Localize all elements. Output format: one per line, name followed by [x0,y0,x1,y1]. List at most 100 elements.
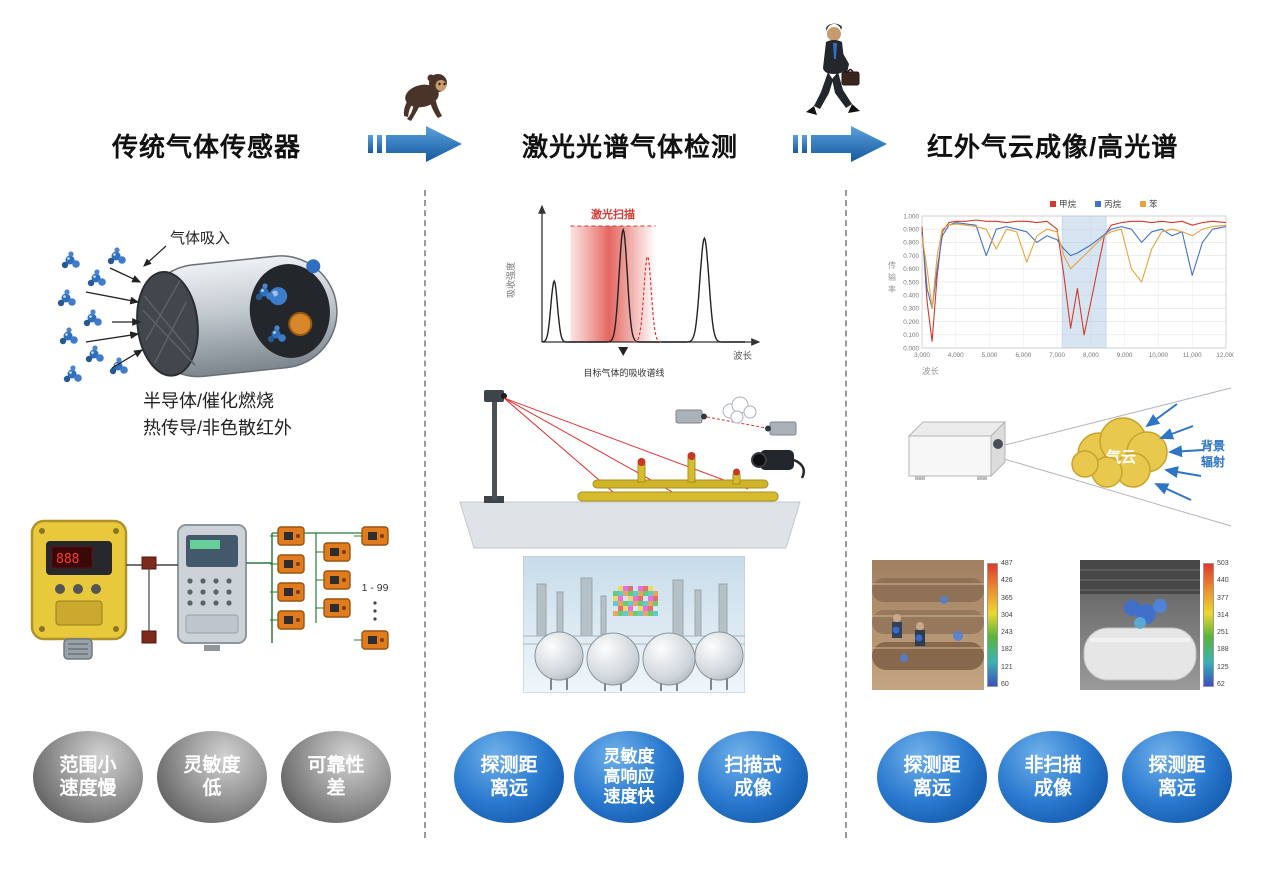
svg-text:0.000: 0.000 [903,345,919,352]
column-title-traditional: 传统气体传感器 [112,132,302,162]
infrared-imager-device [907,420,1007,480]
scale-tick-label: 377 [1217,594,1229,602]
walking-businessman-icon [806,23,860,115]
detector-network [126,526,389,650]
svg-text:0.200: 0.200 [903,319,919,326]
svg-text:0.900: 0.900 [903,227,919,234]
limitation-badge-range-speed: 范围小 速度慢 [33,731,143,823]
scale-tick-label: 304 [1001,611,1013,619]
scale-tick-label: 125 [1217,663,1229,671]
tech-line-1: 半导体/催化燃烧 [143,391,275,411]
limitation-badge-sensitivity: 灵敏度 低 [157,731,267,823]
thermal-scene-tank [1080,560,1200,690]
svg-text:0.800: 0.800 [903,240,919,247]
thermal-scene-pipes [872,560,984,690]
scale-tick-label: 426 [1001,577,1013,585]
svg-text:10,000: 10,000 [1149,352,1169,359]
column-separator [424,190,426,838]
svg-text:输: 输 [888,272,896,282]
svg-text:7,000: 7,000 [1049,352,1065,359]
scale-tick-label: 487 [1001,560,1013,567]
svg-text:8,000: 8,000 [1083,352,1099,359]
distillation-towers [536,577,728,637]
advantage-badge-distance-ir: 探测距 离远 [877,731,987,823]
thermal-image-tank: 503 440 377 314 251 188 125 62 [1080,560,1229,690]
arrow-right-icon [793,126,887,162]
advantage-badge-scanning-imaging: 扫描式 成像 [698,731,808,823]
gas-cloud-imaging-scene: 气云 背景 辐射 [907,387,1232,527]
detector-screen-digits: 888 [56,552,79,567]
svg-text:6,000: 6,000 [1015,352,1031,359]
svg-text:率: 率 [888,284,896,294]
mid-chart-ylabel: 吸收强度 [505,262,516,298]
gas-cloud [1071,417,1168,488]
spherical-tanks [534,631,744,691]
scale-tick-label: 365 [1001,594,1013,602]
target-gas-annotation: 目标气体的吸收谱线 [583,367,664,378]
advantage-badge-distance: 探测距 离远 [454,731,564,823]
mid-chart-xlabel: 波长 [733,350,753,362]
advantage-badge-distance-ir-2: 探测距 离远 [1122,731,1232,823]
handheld-imager [751,450,805,479]
svg-text:12,000: 12,000 [1216,352,1234,359]
gas-molecules [57,247,286,383]
laser-scan-label: 激光扫描 [591,207,635,221]
scale-tick-label: 314 [1217,611,1229,619]
monkey-icon [403,74,447,121]
svg-text:4,000: 4,000 [948,352,964,359]
svg-text:0.100: 0.100 [903,332,919,339]
svg-text:苯: 苯 [1149,199,1158,209]
svg-text:3,000: 3,000 [914,352,930,359]
absorption-spectrum-chart: 激光扫描 波长 吸收强度 目标气体的吸收谱线 [505,204,761,378]
scale-tick-label: 121 [1001,663,1013,671]
scale-tick-label: 62 [1217,680,1225,688]
gas-sensor-illustration: 气体吸入 [57,230,338,383]
svg-text:1.000: 1.000 [903,213,919,220]
refinery-photo [523,556,745,693]
temperature-colorbar [1203,563,1214,687]
svg-text:0.500: 0.500 [903,279,919,286]
sensor-tech-description: 半导体/催化燃烧 热传导/非色散红外 [143,388,292,442]
gas-pipes [577,452,779,502]
svg-text:丙烷: 丙烷 [1104,199,1122,209]
svg-text:波长: 波长 [922,366,940,376]
advantage-badge-nonscanning-imaging: 非扫描 成像 [998,731,1108,823]
laser-detection-scene [459,390,805,549]
temperature-scale-labels: 503 440 377 314 251 188 125 62 [1217,560,1229,688]
gas-in-label: 气体吸入 [170,230,230,247]
gas-detector-device: 888 [30,519,128,660]
limitation-badge-reliability: 可靠性 差 [281,731,391,823]
svg-text:0.600: 0.600 [903,266,919,273]
svg-text:9,000: 9,000 [1117,352,1133,359]
scale-tick-label: 503 [1217,560,1229,567]
scale-tick-label: 182 [1001,646,1013,654]
scale-tick-label: 60 [1001,680,1009,688]
svg-text:甲烷: 甲烷 [1059,199,1077,209]
transmittance-chart: 0.000 0.100 0.200 0.300 0.400 0.500 0.600 0.700… [888,199,1234,376]
svg-text:0.700: 0.700 [903,253,919,260]
thermal-image-workers: 487 426 365 304 243 182 121 60 [872,560,1013,690]
column-title-infrared: 红外气云成像/高光谱 [927,132,1179,162]
svg-text:0.300: 0.300 [903,306,919,313]
gas-cloud-pixel-overlay [613,586,658,616]
controller-panel [177,524,247,651]
background-radiation-label-1: 背景 [1201,438,1225,453]
detection-system-illustration: 888 1 - 99 [30,519,389,660]
svg-text:11,000: 11,000 [1183,352,1202,359]
tech-line-2: 热传导/非色散红外 [143,418,293,438]
svg-text:0.400: 0.400 [903,293,919,300]
scale-tick-label: 243 [1001,629,1013,637]
background-radiation-arrows [1145,403,1204,501]
gas-cloud-label: 气云 [1105,448,1136,466]
detector-count-range-label: 1 - 99 [362,582,389,594]
field-of-view-lines [1000,387,1232,527]
svg-text:5,000: 5,000 [982,352,998,359]
column-separator [845,190,847,838]
scale-tick-label: 251 [1217,629,1229,637]
arrow-right-icon [368,126,462,162]
scale-tick-label: 188 [1217,646,1229,654]
column-title-laser: 激光光谱气体检测 [522,132,739,162]
open-path-devices [675,396,797,436]
scale-tick-label: 440 [1217,577,1229,585]
